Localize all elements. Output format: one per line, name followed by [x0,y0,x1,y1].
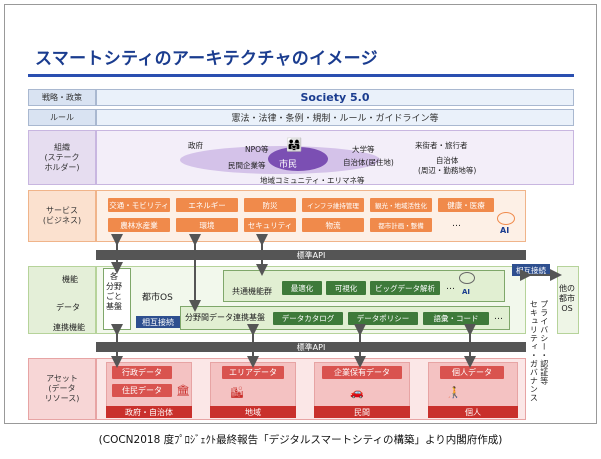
service-energy: エネルギー [176,198,238,212]
service-ai-label: AI [500,226,510,235]
asset-area-footer: 地域 [210,406,296,418]
governance-label: プライバシー・認証等 セキュリティ・ガバナンス [529,300,549,402]
service-tourism: 観光・地域活性化 [370,198,432,212]
row-label-asset: アセット (データ リソース) [28,358,96,420]
people-icon: 👨‍👩‍👧 [286,138,303,153]
service-disaster: 防災 [244,198,296,212]
citizen-label: 市民 [279,160,298,170]
org-govt: 政府 [188,141,203,150]
data-policy: データポリシー [348,312,418,325]
title-underline [28,74,574,77]
function-ai-label: AI [462,288,471,296]
mutual-link-left: 相互接続 [136,316,180,328]
car-icon: 🚗 [350,386,364,399]
society-label: Society 5.0 [300,91,370,104]
org-surrounding: 自治体 (周辺・勤務地等) [418,156,477,175]
row-label-org: 組織 (ステーク ホルダー) [28,130,96,185]
row-rule-band: 憲法・法律・条例・規制・ルール・ガイドライン等 [96,109,574,126]
function-visualization: 可視化 [326,281,366,295]
function-optimization: 最適化 [282,281,322,295]
asset-admin-data: 行政データ [112,366,172,379]
row-label-function-box [28,266,96,334]
service-health: 健康・医療 [438,198,494,212]
service-urban-planning: 都市計画・整備 [370,218,432,232]
org-university: 大学等 [352,145,375,154]
building-icon: 🏛 [176,384,190,397]
asset-personal-footer: 個人 [428,406,518,418]
cross-data-title: 分野間データ連携基盤 [185,313,265,322]
api-bar-top: 標準API [96,250,526,260]
org-npo: NPO等 [245,145,269,154]
row-label-strategy: 戦略・政策 [28,89,96,106]
data-catalog: データカタログ [273,312,343,325]
other-os-label: 他の 都市 OS [559,284,575,313]
row-strategy-band: Society 5.0 [96,89,574,106]
asset-private-footer: 民間 [314,406,410,418]
cross-data-more: … [494,312,503,322]
ai-brain-icon-2 [459,272,475,284]
api-bar-bottom: 標準API [96,342,526,352]
asset-company-data: 企業保有データ [322,366,402,379]
field-base-box [103,268,131,330]
city-os-label: 都市OS [142,293,173,303]
org-community: 地域コミュニティ・エリマネ等 [260,176,365,185]
service-more: … [452,219,461,229]
asset-resident-data: 住民データ [112,384,172,397]
service-mobility: 交通・モビリティ [108,198,170,212]
service-agriculture: 農林水産業 [108,218,170,232]
org-local-gov: 自治体(居住地) [343,158,394,167]
function-bigdata: ビッグデータ解析 [370,281,440,295]
diagram-title: スマートシティのアーキテクチャのイメージ [35,49,378,69]
row-label-link: 連携機能 [53,323,85,332]
other-os-box [557,266,579,334]
vocabulary-code: 語彙・コード [423,312,489,325]
row-label-service: サービス (ビジネス) [28,190,96,242]
asset-gov-footer: 政府・自治体 [106,406,192,418]
org-visitors: 来街者・旅行者 [415,141,468,150]
ai-brain-icon [497,212,515,225]
rule-content: 憲法・法律・条例・規制・ルール・ガイドライン等 [231,114,439,124]
function-more: … [446,282,455,292]
row-org-band [96,130,574,185]
person-icon: 🧑‍🦯 [446,386,460,399]
service-logistics: 物流 [302,218,364,232]
city-icon: 🏙 [230,386,244,399]
asset-area-data: エリアデータ [222,366,284,379]
field-base-label: 各 分野 ごと 基盤 [106,272,122,311]
citizen-ellipse [268,147,328,171]
row-label-rule: ルール [28,109,96,126]
service-infra: インフラ維持管理 [302,198,364,212]
row-label-function: 機能 [62,275,78,284]
source-caption: (COCN2018 度ﾌﾟﾛｼﾞｪｸﾄ最終報告「デジタルスマートシティの構築」よ… [98,434,503,446]
service-environment: 環境 [176,218,238,232]
org-private: 民間企業等 [228,161,266,170]
row-label-data: データ [56,303,80,312]
asset-personal-data: 個人データ [440,366,504,379]
common-functions-title: 共通機能群 [232,287,272,296]
service-security: セキュリティ [244,218,296,232]
